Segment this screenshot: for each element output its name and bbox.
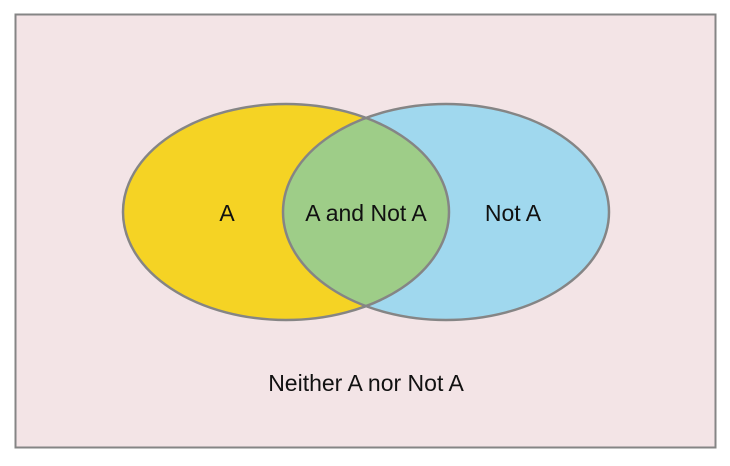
- label-neither: Neither A nor Not A: [268, 370, 464, 396]
- label-a-and-not-a: A and Not A: [305, 200, 427, 226]
- overlap-region: [283, 104, 449, 320]
- set-not-a-outline: [281, 102, 611, 322]
- label-a: A: [219, 200, 235, 226]
- label-not-a: Not A: [485, 200, 542, 226]
- set-a-outline: [121, 102, 451, 322]
